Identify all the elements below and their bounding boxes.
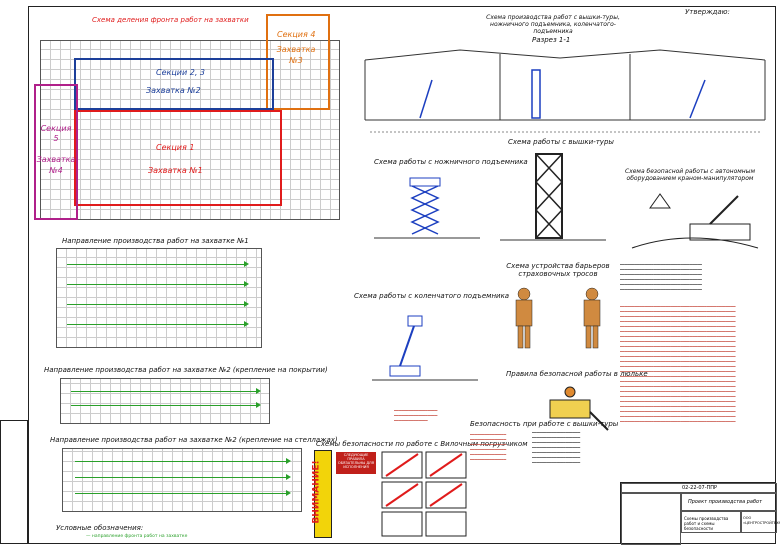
forklift-rules-grid	[381, 451, 467, 537]
direction-arrow	[75, 458, 291, 464]
direction-arrow	[67, 261, 249, 267]
legend-item: — направление фронта работ на захватке	[86, 534, 188, 539]
zone2b-plan	[62, 448, 302, 512]
general-notes: ━━━━━━━━━━━━━━━━━━━━━━━━━━━━━━━━━━━━━━━━…	[620, 304, 736, 424]
scissor-lift-drawing	[374, 177, 480, 239]
zone-4-name: Захватка №3	[276, 45, 316, 65]
tb-sheet-title: Схемы производства работ и схемы безопас…	[684, 516, 729, 531]
tb-code: 02-22-07-ППР	[682, 485, 718, 491]
tower-drawing	[500, 153, 606, 241]
warning-box: СЛЕДУЮЩИЕ ПРАВИЛА ОБЯЗАТЕЛЬНЫ ДЛЯ ИСПОЛН…	[336, 452, 376, 474]
tower-safety-title: Безопасность при работе с вышки-туры	[470, 420, 619, 428]
tower-safety-notes: ━━━━━━━━━━━━━━━━━━━━━━━━━━━━━━━━━━━━━━━━…	[470, 432, 507, 462]
boom-lift-notes: ━━━━━━━━━━━━━━━━━━━━━━━━━━━━━━━━━━━━━━━━…	[394, 408, 438, 423]
direction-arrow	[67, 301, 249, 307]
tb-title: Проект производства работ	[688, 499, 763, 505]
direction-arrow	[75, 490, 291, 496]
tb-sheet-cell: Схемы производства работ и схемы безопас…	[681, 511, 741, 533]
zone2b-caption: Направление производства работ на захват…	[50, 436, 338, 444]
direction-arrow	[67, 321, 249, 327]
zone-4-outline	[266, 14, 330, 110]
tower-list: ━━━━━━━━━━━━━━━━━━━━━━━━━━━━━━━━━━━━━━━━…	[532, 430, 581, 465]
drawing-frame	[28, 6, 776, 544]
zone-5-outline	[34, 84, 78, 220]
section-drawing	[364, 49, 766, 133]
zone-1-outline	[74, 110, 282, 206]
zone-23-section: Секции 2, 3	[156, 68, 205, 77]
harness-title: Схема устройства барьеров страховочных т…	[506, 262, 610, 278]
tb-signatures	[621, 493, 681, 545]
direction-arrow	[71, 402, 261, 408]
direction-arrow	[75, 474, 291, 480]
plan-grid	[40, 40, 340, 220]
zone-23-name: Захватка №2	[146, 86, 201, 95]
crane-notes: ━━━━━━━━━━━━━━━━━━━━━━━━━━━━━━━━━━━━━━━━…	[620, 262, 702, 292]
tb-code-cell: 02-22-07-ППР	[621, 483, 777, 493]
section-drawing-title: Схема производства работ с вышки-туры, н…	[486, 14, 620, 35]
harness-drawing	[515, 287, 601, 349]
basket-drawing	[549, 386, 609, 431]
zone2a-plan	[60, 378, 270, 424]
approval-stamp: Утверждаю:	[685, 8, 730, 16]
tower-title: Схема работы с вышки-туры	[508, 138, 614, 146]
tb-company-cell: ООО «ЦЕНТРОСТРОЙТЕХМОНТАЖ»	[741, 511, 780, 533]
section-label: Разрез 1-1	[532, 36, 571, 44]
tb-company: ООО «ЦЕНТРОСТРОЙТЕХМОНТАЖ»	[743, 516, 780, 525]
zone-1-section: Секция 1	[156, 143, 195, 152]
side-stamp-frame	[0, 420, 28, 544]
title-block: 02-22-07-ППР Проект производства работ С…	[620, 482, 780, 545]
plan-title: Схема деления фронта работ на захватки	[92, 16, 249, 24]
boom-lift-drawing	[372, 315, 478, 381]
zone-1-name: Захватка №1	[148, 166, 203, 175]
zone1-caption: Направление производства работ на захват…	[62, 237, 249, 245]
zone1-plan	[56, 248, 262, 348]
zone-23-outline	[74, 58, 274, 110]
crane-drawing	[631, 193, 759, 249]
tb-title-cell: Проект производства работ	[681, 493, 777, 511]
zone-4-section: Секция 4	[277, 30, 316, 39]
boom-lift-title: Схема работы с коленчатого подъемника	[354, 292, 510, 300]
basket-title: Правила безопасной работы в люльке	[506, 370, 648, 378]
direction-arrow	[71, 388, 261, 394]
legend-title: Условные обозначения:	[56, 524, 144, 532]
direction-arrow	[67, 281, 249, 287]
zone-5-name: Захватка №4	[36, 155, 76, 175]
scissor-lift-title: Схема работы с ножничного подъемника	[374, 158, 528, 166]
zone-5-section: Секция 5	[40, 124, 72, 143]
warning-banner: ВНИМАНИЕ!	[311, 450, 332, 538]
warning-vertical-text: ВНИМАНИЕ!	[311, 460, 322, 524]
zone2a-caption: Направление производства работ на захват…	[44, 366, 328, 374]
forklift-title: Схемы безопасности по работе с Вилочным …	[316, 440, 528, 448]
crane-title: Схема безопасной работы с автономным обо…	[625, 168, 755, 182]
